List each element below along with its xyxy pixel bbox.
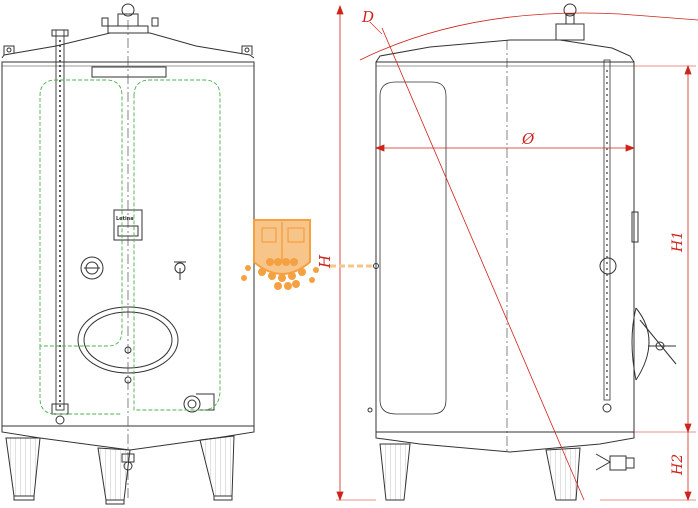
front-view-tank: [1, 3, 255, 505]
dimension-lines: [336, 4, 698, 502]
dim-label-diameter: Ø: [521, 130, 535, 148]
nameplate-brand: Letina: [116, 216, 134, 222]
dim-label-h2: H2: [670, 454, 686, 476]
dim-label-h1: H1: [670, 231, 686, 253]
side-view-tank: [367, 3, 677, 501]
dim-label-d: D: [361, 8, 374, 26]
front-view-cooling-jackets: [39, 79, 221, 415]
vinery-logo: [241, 219, 372, 290]
dim-label-h: H: [316, 254, 334, 269]
